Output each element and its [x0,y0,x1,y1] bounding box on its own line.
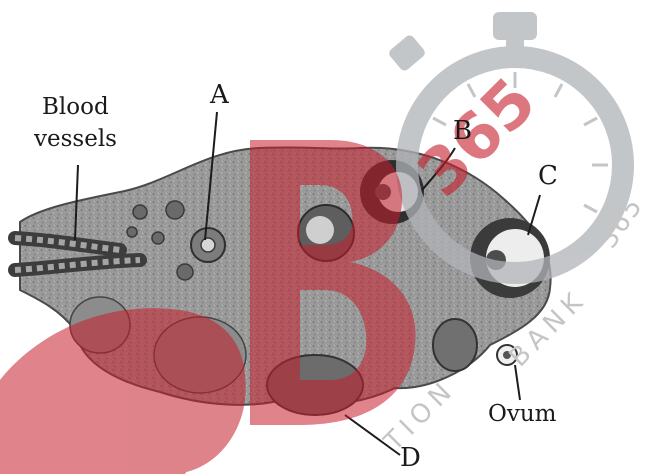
label-b: B [453,118,472,145]
follicle-a [191,228,225,262]
label-blood-vessels-line1: Blood [42,95,109,119]
label-d: D [400,445,421,472]
label-a: A [210,82,229,109]
leader-ovum [515,365,520,400]
label-ovum: Ovum [488,402,556,426]
label-blood-vessels-line2: vessels [34,127,117,151]
label-c: C [538,163,558,190]
